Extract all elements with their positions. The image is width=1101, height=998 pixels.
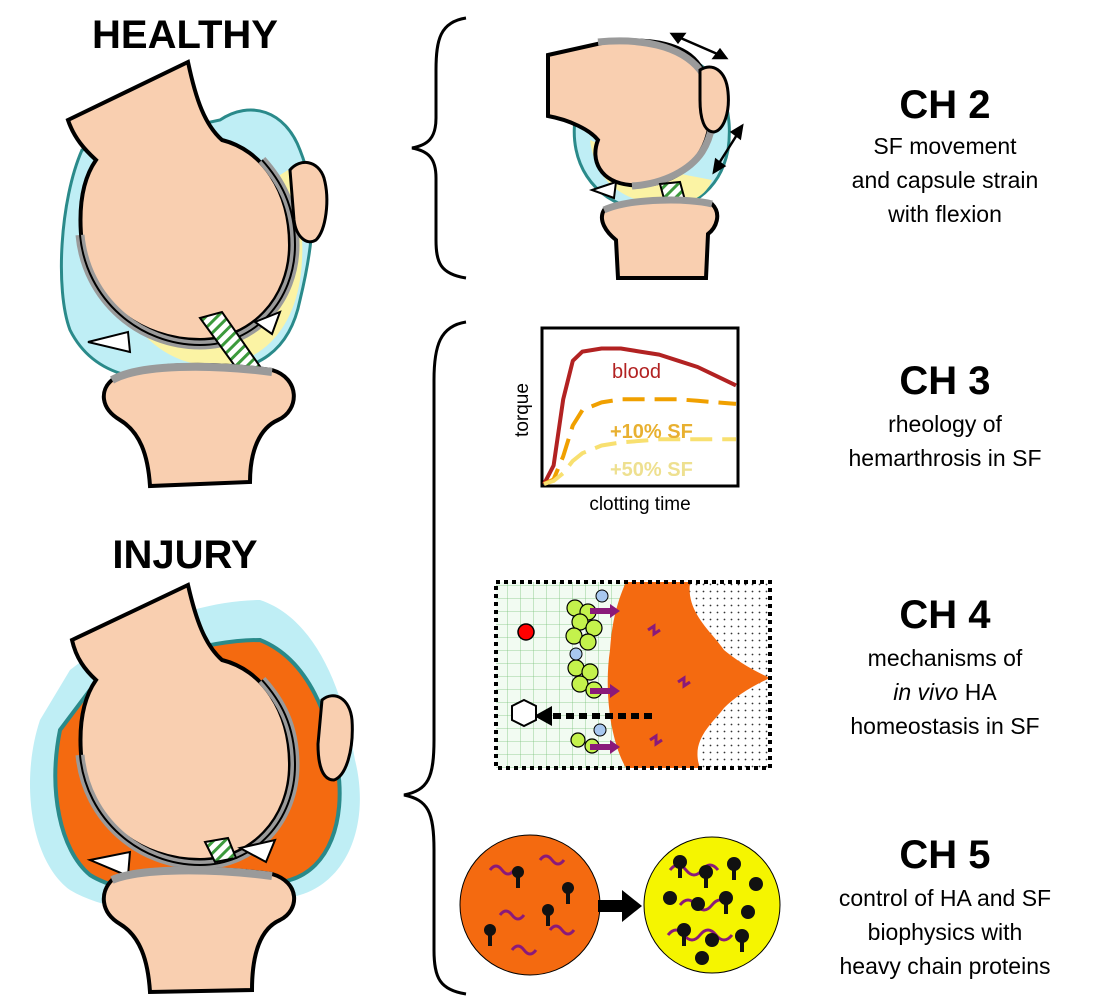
ch4-ha-homeostasis-illustration xyxy=(496,582,770,768)
healthy-patella xyxy=(290,162,327,241)
chapter-2-line-1: SF movement xyxy=(873,133,1017,159)
chapter-4-line-2-rest: HA xyxy=(958,679,997,705)
series-label-10pct-sf: +10% SF xyxy=(610,421,693,443)
brace-injury xyxy=(404,322,466,994)
injury-tibia xyxy=(104,869,294,992)
chapter-5-caption: CH 5 control of HA and SF biophysics wit… xyxy=(839,833,1051,979)
chapter-3-caption: CH 3 rheology of hemarthrosis in SF xyxy=(848,359,1041,471)
brace-healthy xyxy=(412,18,466,278)
chapter-5-title: CH 5 xyxy=(899,833,990,877)
chapter-2-line-3: with flexion xyxy=(887,201,1002,227)
healthy-panel: HEALTHY xyxy=(61,13,326,486)
chapter-2-caption: CH 2 SF movement and capsule strain with… xyxy=(852,83,1039,227)
ch3-rheology-chart: torque clotting time blood +10% SF +50% … xyxy=(512,328,738,515)
chapter-4-line-2: in vivo HA xyxy=(893,679,997,705)
chapter-4-italic-term: in vivo xyxy=(893,679,958,705)
ch5-arrow xyxy=(598,890,642,922)
chapter-5-line-3: heavy chain proteins xyxy=(840,953,1051,979)
chapter-2-title: CH 2 xyxy=(899,83,990,127)
ch2-tibia xyxy=(602,200,717,278)
chapter-3-line-1: rheology of xyxy=(888,411,1002,437)
chapter-2-line-2: and capsule strain xyxy=(852,167,1039,193)
chapter-4-title: CH 4 xyxy=(899,593,991,637)
injury-panel: INJURY xyxy=(30,533,360,992)
chapter-4-caption: CH 4 mechanisms of in vivo HA homeostasi… xyxy=(850,593,1039,739)
series-label-blood: blood xyxy=(612,361,661,383)
chapter-4-line-1: mechanisms of xyxy=(868,645,1023,671)
chapter-3-line-2: hemarthrosis in SF xyxy=(848,445,1041,471)
injury-title: INJURY xyxy=(112,533,258,577)
hexagon-molecule-icon xyxy=(512,700,536,726)
chapter-5-line-2: biophysics with xyxy=(868,919,1023,945)
chapter-4-line-3: homeostasis in SF xyxy=(850,713,1039,739)
healthy-tibia xyxy=(104,365,294,486)
chapter-3-title: CH 3 xyxy=(899,359,990,403)
chart-x-axis-label: clotting time xyxy=(589,494,690,515)
healthy-title: HEALTHY xyxy=(92,13,278,57)
injury-knee-illustration xyxy=(30,585,360,992)
chart-y-axis-label: torque xyxy=(512,383,533,437)
chapter-5-line-1: control of HA and SF xyxy=(839,885,1051,911)
ch2-flexed-knee-illustration xyxy=(548,34,742,278)
healthy-knee-illustration xyxy=(61,62,326,486)
series-label-50pct-sf: +50% SF xyxy=(610,459,693,481)
red-cell-icon xyxy=(518,624,534,640)
ch2-patella xyxy=(700,67,728,132)
ch5-heavy-chain-illustration xyxy=(460,835,780,975)
